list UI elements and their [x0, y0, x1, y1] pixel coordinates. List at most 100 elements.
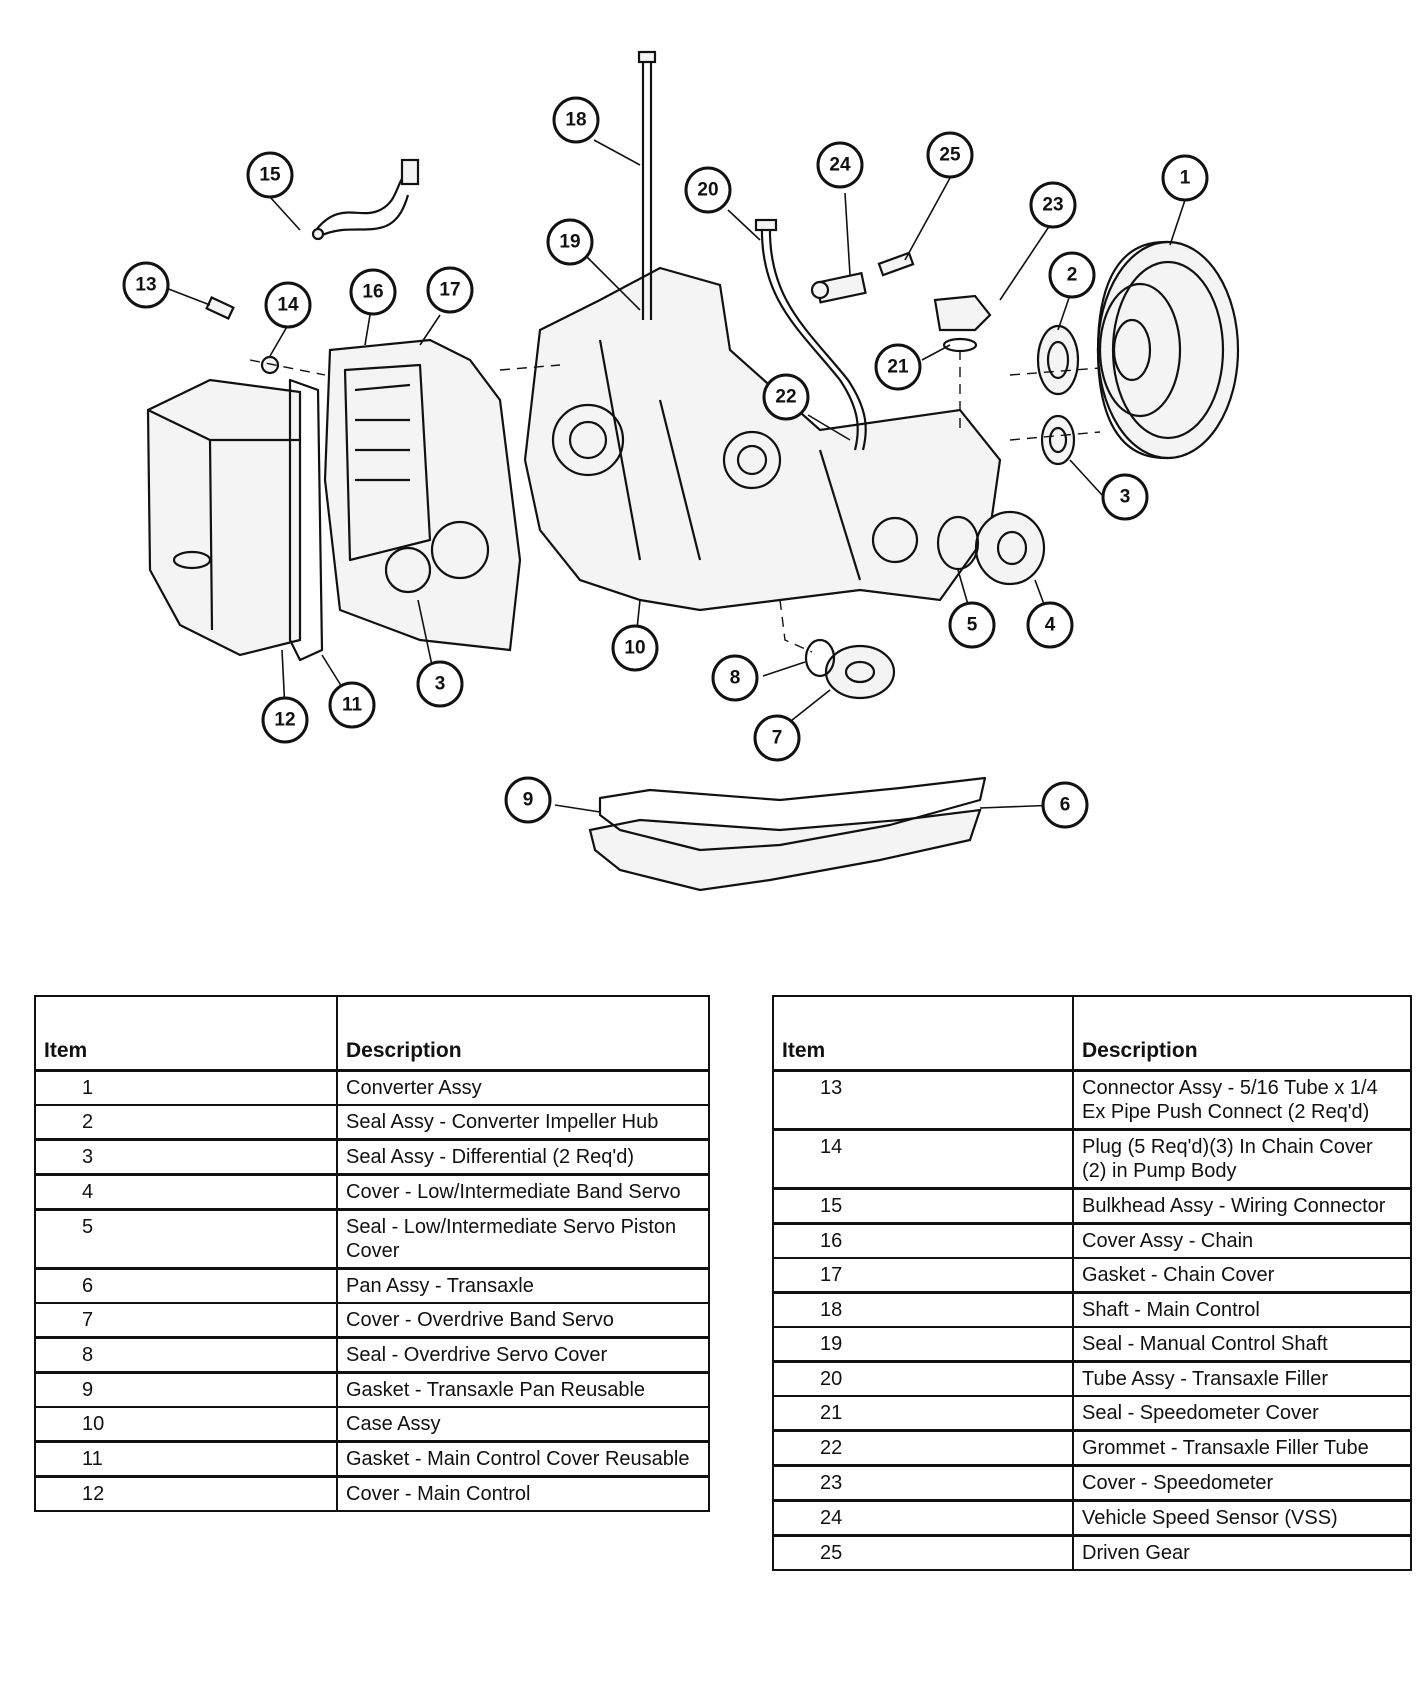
svg-text:16: 16	[362, 282, 383, 303]
item-number: 9	[34, 1371, 338, 1408]
item-description: Converter Assy	[336, 1069, 710, 1106]
callout-22: 22	[762, 373, 810, 421]
speedometer-cover-part	[933, 294, 992, 332]
svg-text:3: 3	[1120, 487, 1131, 508]
chain-cover-part	[323, 338, 522, 652]
item-number: 22	[772, 1429, 1074, 1467]
item-description: Seal - Low/Intermediate Servo Piston Cov…	[336, 1208, 710, 1270]
item-number: 24	[772, 1499, 1074, 1537]
filler-tube-part	[754, 218, 867, 451]
item-description: Cover - Low/Intermediate Band Servo	[336, 1173, 710, 1211]
item-number: 23	[772, 1464, 1074, 1502]
callout-16: 16	[349, 268, 397, 316]
item-number: 12	[34, 1475, 338, 1512]
callout-5: 5	[948, 601, 996, 649]
svg-text:4: 4	[1045, 615, 1056, 636]
callout-20: 20	[684, 166, 732, 214]
item-number: 10	[34, 1406, 338, 1443]
callout-4: 4	[1026, 601, 1074, 649]
item-description: Driven Gear	[1072, 1534, 1412, 1571]
driven-gear-part	[877, 251, 915, 277]
item-number: 13	[772, 1069, 1074, 1131]
item-description: Gasket - Chain Cover	[1072, 1257, 1412, 1294]
callout-21: 21	[874, 343, 922, 391]
svg-text:22: 22	[775, 387, 796, 408]
callout-8: 8	[711, 654, 759, 702]
low-intermediate-servo-cover-part	[974, 510, 1046, 586]
svg-text:13: 13	[135, 275, 156, 296]
svg-text:25: 25	[939, 145, 961, 166]
item-number: 2	[34, 1104, 338, 1141]
svg-text:3: 3	[435, 674, 446, 695]
callout-7: 7	[753, 714, 801, 762]
svg-text:9: 9	[523, 790, 534, 811]
svg-text:18: 18	[565, 110, 586, 131]
item-number: 3	[34, 1138, 338, 1176]
item-description: Seal - Manual Control Shaft	[1072, 1326, 1412, 1363]
callout-2: 2	[1048, 251, 1096, 299]
callout-18: 18	[552, 96, 600, 144]
main-control-shaft-part	[637, 50, 657, 320]
item-number: 25	[772, 1534, 1074, 1571]
svg-text:12: 12	[274, 710, 295, 731]
item-description: Plug (5 Req'd)(3) In Chain Cover (2) in …	[1072, 1128, 1412, 1190]
callout-17: 17	[426, 266, 474, 314]
callout-25: 25	[926, 131, 974, 179]
callout-3-left: 3	[416, 660, 464, 708]
low-intermediate-servo-seal-part	[936, 515, 980, 571]
item-number: 15	[772, 1187, 1074, 1225]
item-number: 5	[34, 1208, 338, 1270]
item-description: Cover Assy - Chain	[1072, 1222, 1412, 1259]
item-description: Gasket - Main Control Cover Reusable	[336, 1440, 710, 1478]
item-description: Seal - Speedometer Cover	[1072, 1395, 1412, 1432]
callout-11: 11	[328, 681, 376, 729]
item-description: Tube Assy - Transaxle Filler	[1072, 1360, 1412, 1397]
svg-text:10: 10	[624, 638, 645, 659]
item-number: 4	[34, 1173, 338, 1211]
item-description: Seal Assy - Converter Impeller Hub	[336, 1104, 710, 1141]
vss-part	[810, 271, 867, 304]
column-header-description: Description	[1072, 995, 1412, 1072]
item-description: Connector Assy - 5/16 Tube x 1/4 Ex Pipe…	[1072, 1069, 1412, 1131]
column-header-item: Item	[34, 995, 338, 1072]
item-number: 17	[772, 1257, 1074, 1294]
case-assy-part	[523, 266, 1002, 612]
item-description: Bulkhead Assy - Wiring Connector	[1072, 1187, 1412, 1225]
column-header-item: Item	[772, 995, 1074, 1072]
item-number: 1	[34, 1069, 338, 1106]
connector-assy-part	[205, 296, 235, 320]
svg-text:11: 11	[342, 695, 363, 716]
svg-text:14: 14	[277, 295, 299, 316]
overdrive-servo-cover-part	[824, 644, 896, 700]
transaxle-pan-gasket-part	[598, 776, 987, 852]
callout-13: 13	[122, 261, 170, 309]
item-number: 21	[772, 1395, 1074, 1432]
column-header-description: Description	[336, 995, 710, 1072]
item-description: Cover - Speedometer	[1072, 1464, 1412, 1502]
item-description: Cover - Main Control	[336, 1475, 710, 1512]
callout-9: 9	[504, 776, 552, 824]
callout-23: 23	[1029, 181, 1077, 229]
item-number: 7	[34, 1302, 338, 1339]
callout-12: 12	[261, 696, 309, 744]
converter-hub-seal-part	[1036, 324, 1080, 396]
callout-3-right: 3	[1101, 473, 1149, 521]
item-number: 20	[772, 1360, 1074, 1397]
callout-19: 19	[546, 218, 594, 266]
item-description: Pan Assy - Transaxle	[336, 1267, 710, 1304]
